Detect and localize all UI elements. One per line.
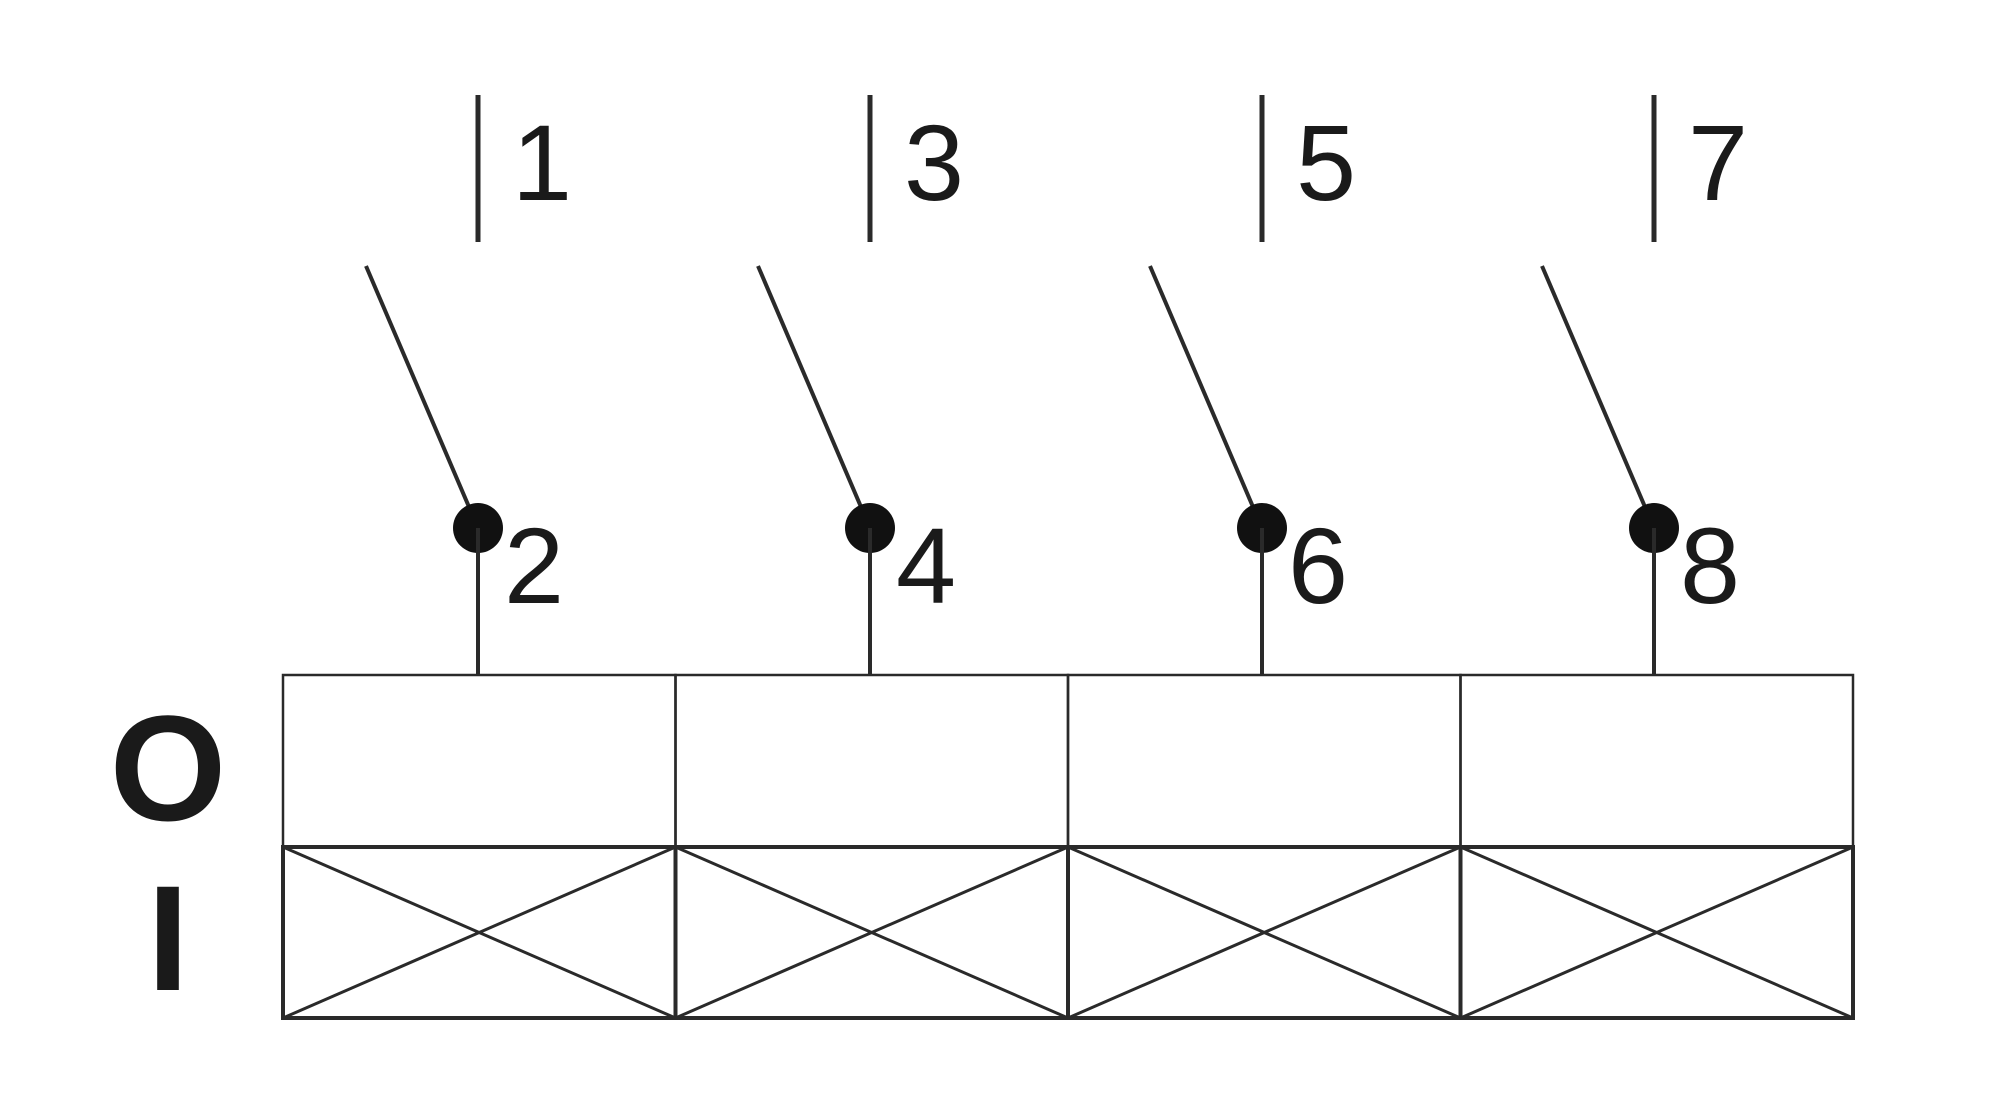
contact-blade-3 [1148,265,1264,529]
contact-blade-4 [1540,265,1656,529]
table-cell-o-3 [1066,673,1462,849]
table-cell-o-4 [1459,673,1855,849]
upper-terminal-number-3: 5 [1296,102,1356,223]
lower-terminal-number-4: 8 [1680,505,1740,626]
contacts-layer: 1 2 3 4 5 6 7 8 [364,95,1748,675]
upper-terminal-number-1: 1 [512,102,572,223]
closed-mark-b-4 [1459,845,1854,1020]
lower-terminal-number-1: 2 [504,505,564,626]
table-cell-o-1 [281,673,677,849]
closed-mark-b-3 [1067,845,1462,1020]
table-cell-o-2 [674,673,1070,849]
lower-terminal-number-3: 6 [1288,505,1348,626]
closed-mark-b-2 [674,845,1069,1020]
position-label-o: O [110,684,227,852]
table-cell-i-4 [1458,845,1855,1020]
position-label-i: I [147,854,189,1022]
position-labels: O I [110,684,227,1022]
lower-terminal-number-2: 4 [896,505,956,626]
switching-table [281,673,1855,1020]
upper-terminal-number-4: 7 [1688,102,1748,223]
upper-terminal-number-2: 3 [904,102,964,223]
closed-mark-b-1 [282,845,677,1020]
contact-blade-2 [756,265,872,529]
contact-blade-1 [364,265,480,529]
